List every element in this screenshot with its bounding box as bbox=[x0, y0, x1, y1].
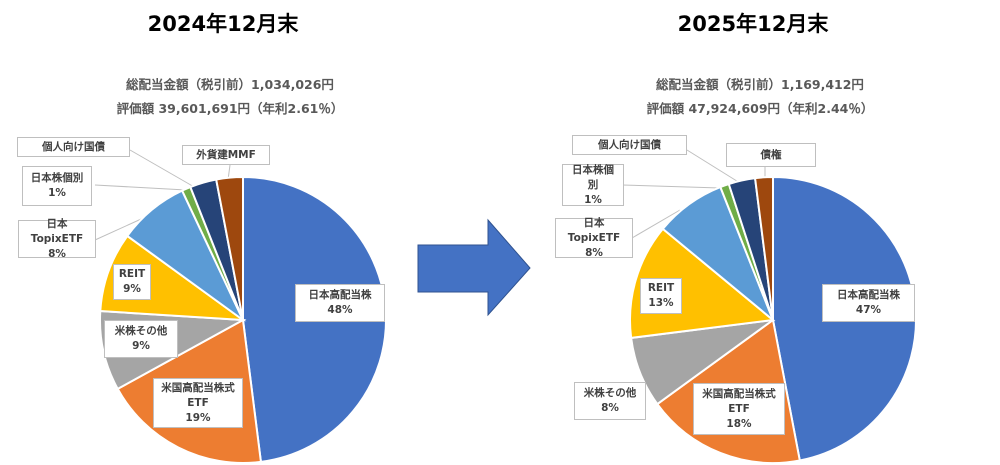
arrow-icon bbox=[417, 218, 531, 317]
pie-slice-left-7 bbox=[215, 175, 244, 321]
left-valuation: 評価額 39,601,691円（年利2.61％） bbox=[116, 101, 344, 116]
label-left-jgb: 個人向け国債 bbox=[17, 137, 130, 157]
label-left-mmf: 外貨建MMF bbox=[182, 145, 270, 165]
label-right-bond: 債権 bbox=[726, 143, 816, 167]
right-dividend-total: 総配当金額（税引前）1,169,412円 bbox=[656, 77, 864, 92]
left-chart-title: 2024年12月末 bbox=[147, 12, 299, 36]
label-right-jgb: 個人向け国債 bbox=[572, 135, 687, 155]
right-chart-title: 2025年12月末 bbox=[677, 12, 829, 36]
left-dividend-total: 総配当金額（税引前）1,034,026円 bbox=[126, 77, 334, 92]
right-valuation: 評価額 47,924,609円（年利2.44％） bbox=[646, 101, 874, 116]
pie-slice-right-7 bbox=[753, 175, 774, 321]
